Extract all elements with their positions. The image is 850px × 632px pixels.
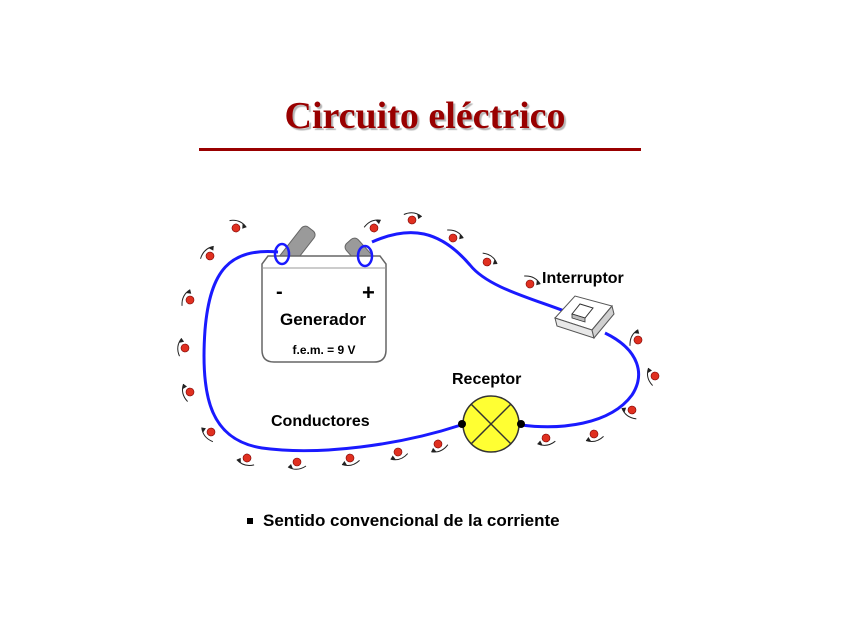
conductor-wire [202,231,641,453]
minus-sign: - [276,281,283,303]
charge-marker [431,439,449,453]
legend-bullet: Sentido convencional de la corriente [247,511,560,531]
charge-marker [482,252,498,267]
charge-marker [537,433,556,446]
charge-marker [229,219,247,233]
charge-marker [629,329,643,346]
generator-battery: - + Generador f.e.m. = 9 V [261,225,387,363]
charge-marker [201,427,216,443]
charge-marker [390,447,409,461]
plus-sign: + [362,280,375,305]
receptor-label: Receptor [452,371,521,388]
charge-markers [177,212,660,470]
charge-marker [181,289,195,306]
charge-marker [341,453,360,466]
charge-marker [647,367,660,386]
legend-text: Sentido convencional de la corriente [263,511,560,530]
bullet-icon [247,518,253,524]
charge-marker [524,275,541,289]
charge-marker [236,453,255,466]
emf-label: f.e.m. = 9 V [292,343,355,357]
title-underline [199,148,641,151]
switch [554,295,615,340]
charge-marker [621,405,637,420]
charge-marker [447,229,464,243]
switch-label: Interruptor [542,270,624,287]
conductors-label: Conductores [271,413,370,430]
charge-marker [585,429,604,442]
charge-marker [363,219,381,233]
page-title: Circuito eléctrico [284,95,566,137]
charge-marker [287,457,307,470]
receptor-lamp [458,395,525,453]
charge-marker [182,383,195,402]
charge-marker [403,212,423,225]
charge-marker [200,245,215,261]
generator-label: Generador [280,310,366,329]
battery-body [261,255,387,363]
charge-marker [177,337,190,357]
